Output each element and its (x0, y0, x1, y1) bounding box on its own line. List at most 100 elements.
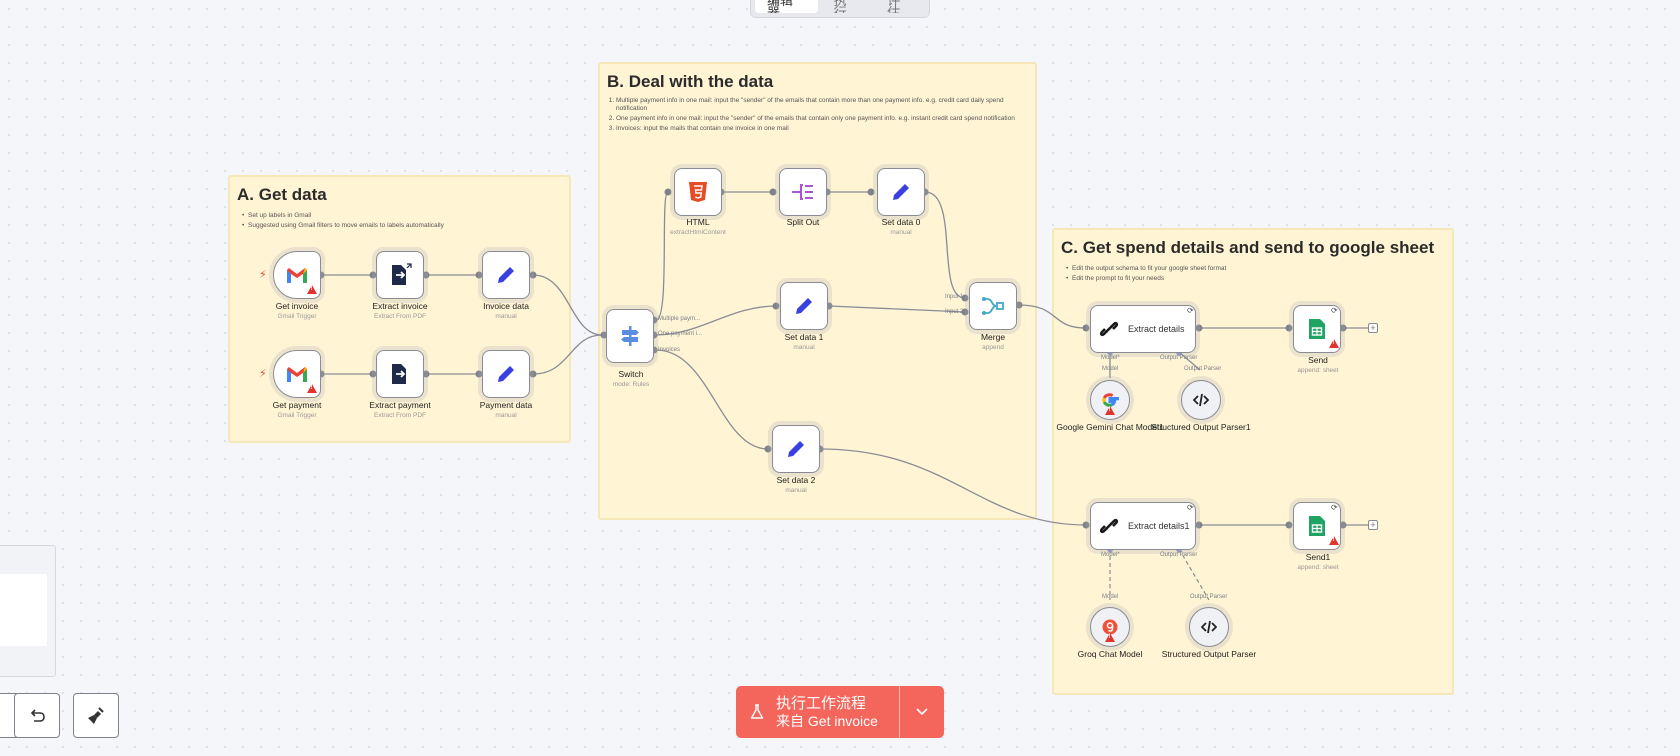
port (369, 370, 377, 378)
node-subtitle: mode: Rules (612, 381, 650, 388)
node-label: Merge (980, 332, 1006, 342)
node-label: Set data 0 (881, 217, 921, 227)
sticky-a-item: Set up labels in Gmail (242, 211, 569, 221)
node-structured-output-parser[interactable] (1189, 607, 1229, 647)
sticky-b-item: Multiple payment info in one mail: input… (616, 97, 1035, 113)
execute-workflow-source: 来自 Get invoice (776, 712, 878, 729)
port-label-output-parser: Output Parser (1184, 366, 1222, 372)
flask-icon (750, 704, 764, 719)
pdf-extract-icon (392, 364, 406, 384)
node-payment-data[interactable] (482, 350, 530, 398)
node-extract-payment[interactable] (376, 350, 424, 398)
port (1339, 521, 1347, 529)
edge (1178, 351, 1201, 371)
undo-button[interactable] (14, 693, 60, 738)
execute-workflow-button[interactable]: 执行工作流程 来自 Get invoice (736, 686, 944, 738)
add-node-button[interactable]: + (1368, 323, 1378, 333)
node-groq-chat-model[interactable] (1090, 607, 1130, 647)
node-label: HTML (686, 217, 710, 227)
node-label: Structured Output Parser1 (1151, 422, 1251, 432)
port (600, 331, 608, 339)
port (1015, 301, 1023, 309)
execute-workflow-main[interactable]: 执行工作流程 来自 Get invoice (736, 686, 900, 738)
node-set-data-1[interactable] (780, 282, 828, 330)
edge (532, 274, 603, 336)
edge (532, 334, 603, 375)
node-merge[interactable] (969, 282, 1017, 330)
refresh-icon: ⟳ (1187, 306, 1194, 315)
html5-icon (689, 182, 707, 202)
node-label: Extract details (1128, 324, 1185, 334)
node-label: Send1 (1305, 552, 1331, 562)
edge (1178, 548, 1210, 601)
port-label-model: Model* (1101, 355, 1120, 361)
sticky-b-item: One payment info in one mail: input the … (616, 115, 1035, 123)
port (772, 302, 780, 310)
add-node-button[interactable]: + (1368, 520, 1378, 530)
node-split-out[interactable] (779, 168, 827, 216)
port (1082, 521, 1090, 529)
tab-editor[interactable]: 编辑器 (755, 0, 818, 13)
port (769, 188, 777, 196)
node-subtitle: manual (890, 229, 912, 236)
sticky-b-title: B. Deal with the data (607, 72, 774, 91)
port-label-model: Model* (1101, 552, 1120, 558)
pdf-extract-icon (392, 263, 412, 285)
sticky-c-item: Edit the output schema to fit your googl… (1066, 264, 1452, 274)
sticky-note-a[interactable]: A. Get data Set up labels in Gmail Sugge… (228, 175, 571, 443)
node-extract-details1[interactable]: Extract details1 (1090, 502, 1196, 550)
node-label: Switch (618, 369, 644, 379)
node-label: Set data 1 (784, 332, 824, 342)
view-tabs: 编辑器 执行 评估 (750, 0, 930, 18)
node-subtitle: append (982, 344, 1004, 351)
port (961, 294, 969, 302)
merge-icon (982, 297, 1004, 315)
port (1195, 521, 1203, 529)
minimap[interactable] (0, 545, 56, 677)
node-google-gemini[interactable] (1090, 380, 1130, 420)
edge (819, 448, 1087, 526)
port (529, 271, 537, 279)
node-subtitle: manual (785, 487, 807, 494)
node-set-data-0[interactable] (877, 168, 925, 216)
node-get-payment[interactable] (273, 350, 321, 398)
node-switch[interactable] (606, 309, 654, 363)
error-warning-icon (307, 384, 317, 393)
node-invoice-data[interactable] (482, 251, 530, 299)
execute-options-dropdown[interactable] (900, 686, 944, 738)
sticky-a-item: Suggested using Gmail filters to move em… (242, 221, 569, 231)
trigger-bolt-icon: ⚡ (259, 368, 267, 380)
switch-output-label: Invoices (658, 347, 681, 353)
tab-executions[interactable]: 执行 (833, 0, 847, 13)
tidy-up-button[interactable] (73, 693, 119, 738)
port-label-output-parser: Output Parser (1190, 594, 1228, 600)
node-subtitle: Gmail Trigger (277, 313, 317, 320)
node-subtitle: append: sheet (1297, 564, 1339, 571)
port (664, 188, 672, 196)
node-set-data-2[interactable] (772, 425, 820, 473)
node-extract-details[interactable]: Extract details (1090, 305, 1196, 353)
refresh-icon: ⟳ (1187, 503, 1194, 512)
chain-link-icon (1099, 518, 1119, 534)
edge (924, 191, 966, 299)
node-extract-invoice[interactable] (376, 251, 424, 299)
node-label: Get payment (272, 400, 322, 410)
node-label: Groq Chat Model (1077, 649, 1143, 659)
merge-input-label: Input 2 (945, 309, 964, 315)
broom-icon (88, 706, 104, 724)
chevron-down-icon (916, 708, 928, 716)
node-html[interactable] (674, 168, 722, 216)
gmail-icon (287, 366, 307, 382)
node-structured-output-parser1[interactable] (1181, 380, 1221, 420)
google-sheets-icon (1309, 319, 1325, 339)
port (422, 370, 430, 378)
node-subtitle: manual (495, 412, 517, 419)
pencil-icon (498, 366, 514, 382)
node-label: Structured Output Parser (1161, 649, 1257, 659)
error-warning-icon (1329, 339, 1339, 348)
error-warning-icon (1105, 406, 1115, 415)
tab-evaluations[interactable]: 评估 (887, 0, 901, 13)
port (422, 271, 430, 279)
merge-input-label: Input 1 (945, 294, 964, 300)
